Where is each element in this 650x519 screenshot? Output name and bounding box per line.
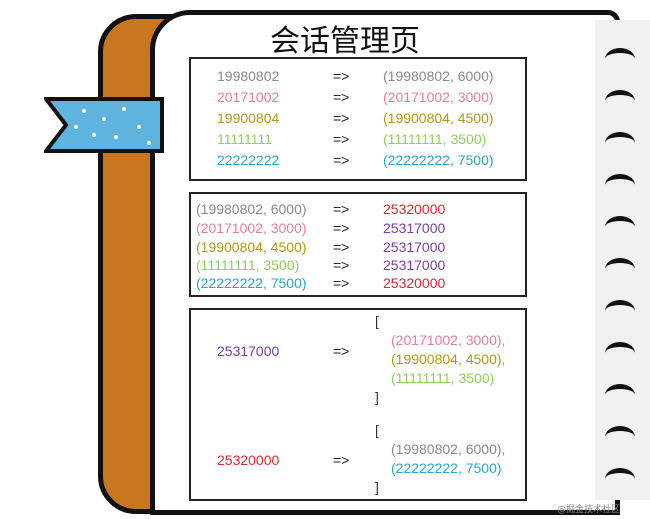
group-key: 25320000 bbox=[217, 452, 280, 468]
map-value: 25320000 bbox=[383, 275, 446, 291]
ring-icon bbox=[605, 468, 635, 490]
map-key: 19900804 bbox=[217, 110, 280, 126]
ring-icon bbox=[605, 174, 635, 196]
ring-icon bbox=[605, 48, 635, 70]
mapping-panel-3: 25317000 => [ (20171002, 3000), (1990080… bbox=[189, 308, 527, 501]
map-value: (19980802, 6000) bbox=[383, 68, 494, 84]
mapping-panel-2: (19980802, 6000) => 25320000 (20171002, … bbox=[189, 192, 527, 297]
map-arrow: => bbox=[333, 68, 350, 84]
map-value: (20171002, 3000) bbox=[383, 89, 494, 105]
map-value: 25317000 bbox=[383, 239, 446, 255]
map-arrow: => bbox=[333, 152, 350, 168]
ring-icon bbox=[605, 90, 635, 112]
bracket-open: [ bbox=[375, 422, 379, 438]
map-arrow: => bbox=[333, 131, 350, 147]
bracket-open: [ bbox=[375, 313, 379, 329]
ring-icon bbox=[605, 300, 635, 322]
map-value: 25320000 bbox=[383, 201, 446, 217]
group-item: (20171002, 3000), bbox=[391, 332, 506, 348]
map-value: 25317000 bbox=[383, 257, 446, 273]
map-arrow: => bbox=[333, 257, 350, 273]
map-value: 25317000 bbox=[383, 220, 446, 236]
ring-icon bbox=[605, 132, 635, 154]
map-key: 11111111 bbox=[217, 131, 273, 147]
map-key: (19980802, 6000) bbox=[196, 201, 307, 217]
map-value: (11111111, 3500) bbox=[383, 131, 487, 147]
map-value: (19900804, 4500) bbox=[383, 110, 494, 126]
map-arrow: => bbox=[333, 89, 350, 105]
group-item: (19900804, 4500), bbox=[391, 351, 506, 367]
group-item: (22222222, 7500) bbox=[391, 460, 502, 476]
map-key: (11111111, 3500) bbox=[196, 257, 300, 273]
bracket-close: ] bbox=[375, 479, 379, 495]
ring-icon bbox=[605, 258, 635, 280]
ring-icon bbox=[605, 426, 635, 448]
map-key: 22222222 bbox=[217, 152, 280, 168]
map-arrow: => bbox=[333, 275, 350, 291]
map-key: 20171002 bbox=[217, 89, 280, 105]
bookmark-ribbon-icon bbox=[44, 97, 164, 153]
mapping-panel-1: 19980802 => (19980802, 6000) 20171002 =>… bbox=[189, 57, 527, 181]
group-key: 25317000 bbox=[217, 343, 280, 359]
group-arrow: => bbox=[333, 452, 350, 468]
group-arrow: => bbox=[333, 343, 350, 359]
group-item: (19980802, 6000), bbox=[391, 441, 506, 457]
group-item: (11111111, 3500) bbox=[391, 370, 495, 386]
ring-icon bbox=[605, 216, 635, 238]
map-key: 19980802 bbox=[217, 68, 280, 84]
page-title: 会话管理页 bbox=[270, 24, 420, 59]
map-key: (20171002, 3000) bbox=[196, 220, 307, 236]
map-arrow: => bbox=[333, 239, 350, 255]
map-arrow: => bbox=[333, 110, 350, 126]
map-arrow: => bbox=[333, 220, 350, 236]
binder-rings bbox=[595, 20, 650, 500]
bracket-close: ] bbox=[375, 389, 379, 405]
ring-icon bbox=[605, 342, 635, 364]
map-key: (22222222, 7500) bbox=[196, 275, 307, 291]
map-key: (19900804, 4500) bbox=[196, 239, 307, 255]
map-value: (22222222, 7500) bbox=[383, 152, 494, 168]
map-arrow: => bbox=[333, 201, 350, 217]
watermark: @掘金技术社区 bbox=[556, 505, 620, 515]
ring-icon bbox=[605, 384, 635, 406]
